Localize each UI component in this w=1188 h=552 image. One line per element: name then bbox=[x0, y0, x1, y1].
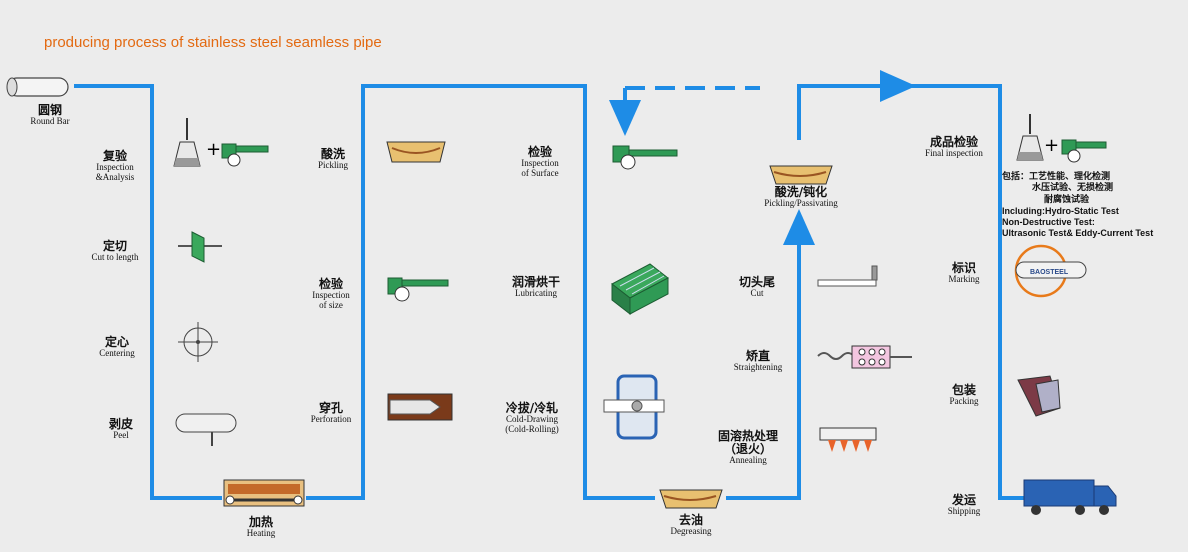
page-title: producing process of stainless steel sea… bbox=[44, 34, 382, 51]
step-pickling: 酸洗 Pickling bbox=[317, 147, 348, 171]
cutting-icon bbox=[178, 231, 222, 263]
flow-line-2 bbox=[306, 84, 655, 500]
cold-drawing-die-icon bbox=[603, 374, 665, 440]
perforation-icon bbox=[387, 393, 453, 421]
final-tests-cn-line: 耐腐蚀试验 bbox=[1044, 194, 1090, 205]
annealing-furnace-icon bbox=[819, 427, 877, 452]
size-caliper-icon bbox=[387, 277, 449, 302]
step-final-inspection: 成品检验 Final inspection bbox=[925, 135, 983, 159]
final-tests-en-line: Non-Destructive Test: bbox=[1002, 217, 1095, 227]
step-packing: 包装 Packing bbox=[949, 383, 979, 407]
final-tests-en-line: Ultrasonic Test& Eddy-Current Test bbox=[1002, 228, 1154, 239]
step-straightening: 矫直 Straightening bbox=[733, 349, 783, 373]
step-inspection-size: 检验 Inspection of size bbox=[312, 277, 350, 311]
flow-line-3 bbox=[726, 209, 815, 500]
step-degreasing: 去油 Degreasing bbox=[670, 513, 712, 537]
final-flask-icon bbox=[1016, 114, 1044, 161]
packing-bundle-icon bbox=[1017, 375, 1061, 417]
step-annealing: 固溶热处理 （退火） Annealing bbox=[717, 429, 778, 466]
step-round-bar: 圆钢 Round Bar bbox=[30, 103, 70, 127]
flow-lines bbox=[74, 70, 1024, 500]
marking-icon: BAOSTEEL bbox=[1014, 244, 1087, 298]
plus-sign: + bbox=[206, 139, 221, 160]
passivating-tank-icon bbox=[769, 165, 833, 185]
final-tests-en-line: Including:Hydro-Static Test bbox=[1002, 205, 1119, 216]
caliper-icon bbox=[221, 143, 269, 167]
centering-icon bbox=[178, 322, 218, 362]
step-peel: 剥皮 Peel bbox=[108, 417, 133, 441]
step-shipping: 发运 Shipping bbox=[947, 493, 981, 517]
lubricating-rack-icon bbox=[611, 263, 669, 316]
peel-icon bbox=[175, 413, 237, 446]
flow-line-4 bbox=[797, 84, 1024, 500]
step-pickling-passivating: 酸洗/钝化 Pickling/Passivating bbox=[764, 185, 838, 209]
final-caliper-icon bbox=[1061, 139, 1107, 163]
step-lubricating: 润滑烘干 Lubricating bbox=[511, 275, 560, 299]
cut-pipe-icon bbox=[817, 265, 878, 287]
step-heating: 加热 Heating bbox=[246, 515, 276, 539]
step-perforation: 穿孔 Perforation bbox=[310, 401, 352, 425]
step-centering: 定心 Centering bbox=[99, 335, 135, 359]
step-inspection-surface: 检验 Inspection of Surface bbox=[521, 145, 559, 179]
step-cut-to-length: 定切 Cut to length bbox=[91, 239, 139, 263]
pickling-tank-icon bbox=[386, 141, 446, 163]
final-tests-cn-line: 包括：工艺性能、理化检测 bbox=[1002, 172, 1111, 182]
final-tests-cn-line: 水压试验、无损检测 bbox=[1032, 183, 1114, 194]
round-bar-icon bbox=[6, 77, 69, 97]
step-cut: 切头尾 Cut bbox=[738, 275, 775, 299]
step-inspection: 复验 Inspection &Analysis bbox=[95, 149, 135, 183]
degreasing-tank-icon bbox=[659, 489, 723, 509]
flow-line-1 bbox=[74, 84, 222, 500]
heating-furnace-icon bbox=[223, 479, 305, 507]
straightening-machine-icon bbox=[817, 345, 912, 369]
final-tests-note: 包括：工艺性能、理化检测 水压试验、无损检测 耐腐蚀试验 Including:H… bbox=[1002, 172, 1153, 240]
shipping-truck-icon bbox=[1023, 479, 1117, 515]
marking-logo: BAOSTEEL bbox=[1030, 269, 1069, 276]
plus-sign-final: + bbox=[1044, 135, 1059, 156]
step-cold-drawing: 冷拔/冷轧 Cold-Drawing (Cold-Rolling) bbox=[505, 401, 559, 435]
flask-icon bbox=[173, 118, 201, 167]
step-marking: 标识 Marking bbox=[948, 261, 980, 285]
surface-caliper-icon bbox=[612, 145, 678, 170]
